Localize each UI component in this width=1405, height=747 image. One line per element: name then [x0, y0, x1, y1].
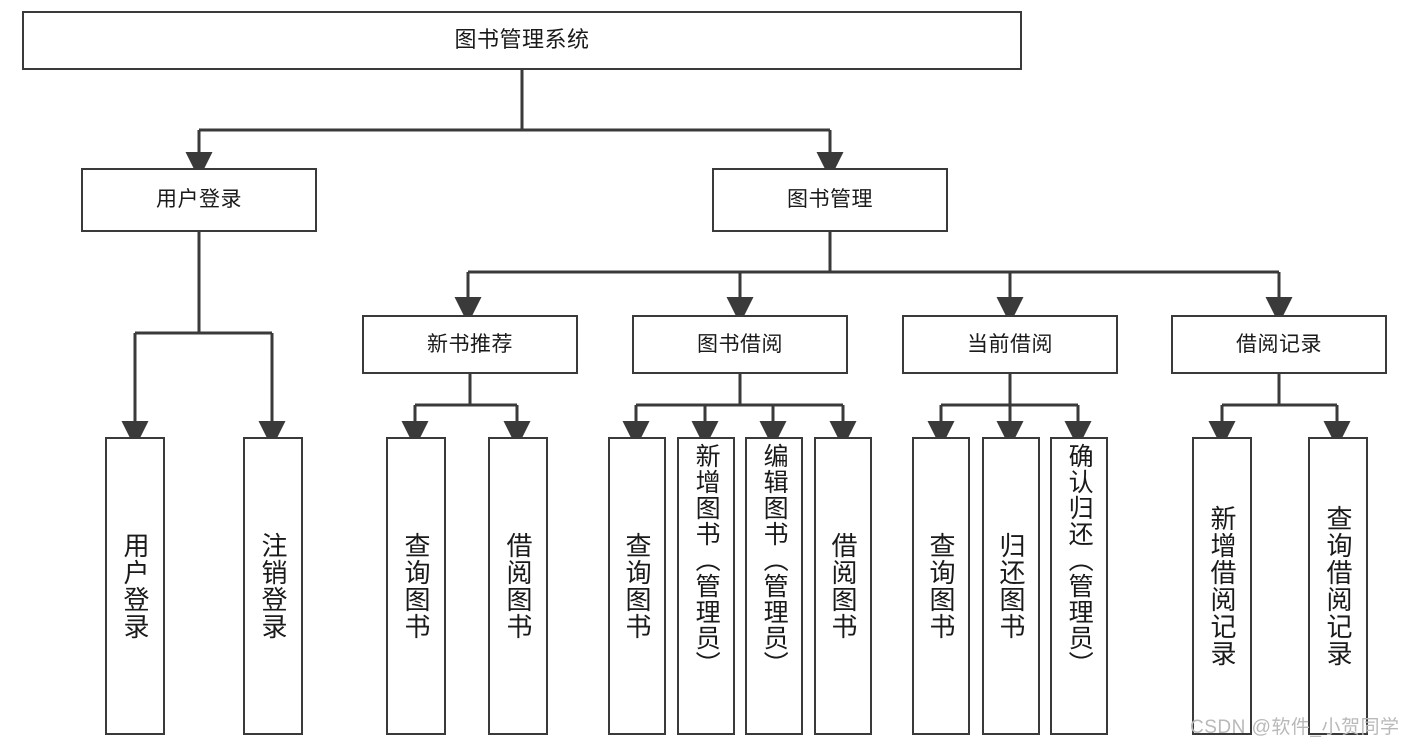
node-leaf-borrow-query-book[interactable]: 查询图书	[608, 437, 666, 735]
node-leaf-user-login[interactable]: 用户登录	[105, 437, 165, 735]
node-new-book-recommend[interactable]: 新书推荐	[362, 315, 578, 374]
node-leaf-record-query[interactable]: 查询借阅记录	[1308, 437, 1368, 735]
node-label: 查询借阅记录	[1323, 505, 1354, 667]
node-label: 图书借阅	[697, 332, 783, 356]
node-root-system[interactable]: 图书管理系统	[22, 11, 1022, 70]
node-label: 图书管理系统	[454, 27, 590, 53]
node-leaf-current-return-book[interactable]: 归还图书	[982, 437, 1040, 735]
node-label: 确认归还（管理员）	[1065, 443, 1094, 677]
node-leaf-current-confirm-return[interactable]: 确认归还（管理员）	[1050, 437, 1108, 735]
node-current-borrow[interactable]: 当前借阅	[902, 315, 1118, 374]
node-label: 归还图书	[996, 532, 1027, 640]
node-leaf-recommend-borrow-book[interactable]: 借阅图书	[488, 437, 548, 735]
node-leaf-borrow-add-book[interactable]: 新增图书（管理员）	[677, 437, 735, 735]
watermark: CSDN @软件_小贺同学	[1190, 717, 1400, 738]
node-leaf-borrow-edit-book[interactable]: 编辑图书（管理员）	[745, 437, 803, 735]
node-label: 借阅图书	[828, 532, 859, 640]
node-label: 图书管理	[787, 188, 873, 212]
node-label: 新书推荐	[427, 332, 513, 356]
node-label: 注销登录	[258, 532, 289, 640]
node-leaf-record-add[interactable]: 新增借阅记录	[1192, 437, 1252, 735]
node-label: 查询图书	[926, 532, 957, 640]
node-label: 查询图书	[622, 532, 653, 640]
node-label: 借阅记录	[1236, 332, 1322, 356]
node-borrow-record[interactable]: 借阅记录	[1171, 315, 1387, 374]
node-leaf-logout[interactable]: 注销登录	[243, 437, 303, 735]
node-label: 新增借阅记录	[1207, 505, 1238, 667]
node-label: 查询图书	[401, 532, 432, 640]
node-leaf-borrow-borrow-book[interactable]: 借阅图书	[814, 437, 872, 735]
node-leaf-current-query-book[interactable]: 查询图书	[912, 437, 970, 735]
node-label: 用户登录	[120, 532, 151, 640]
node-label: 借阅图书	[503, 532, 534, 640]
node-leaf-recommend-query-book[interactable]: 查询图书	[386, 437, 446, 735]
node-label: 新增图书（管理员）	[692, 443, 721, 677]
node-book-management[interactable]: 图书管理	[712, 168, 948, 232]
node-label: 用户登录	[156, 188, 242, 212]
node-user-login[interactable]: 用户登录	[81, 168, 317, 232]
node-label: 编辑图书（管理员）	[760, 443, 789, 677]
node-label: 当前借阅	[967, 332, 1053, 356]
node-book-borrow[interactable]: 图书借阅	[632, 315, 848, 374]
